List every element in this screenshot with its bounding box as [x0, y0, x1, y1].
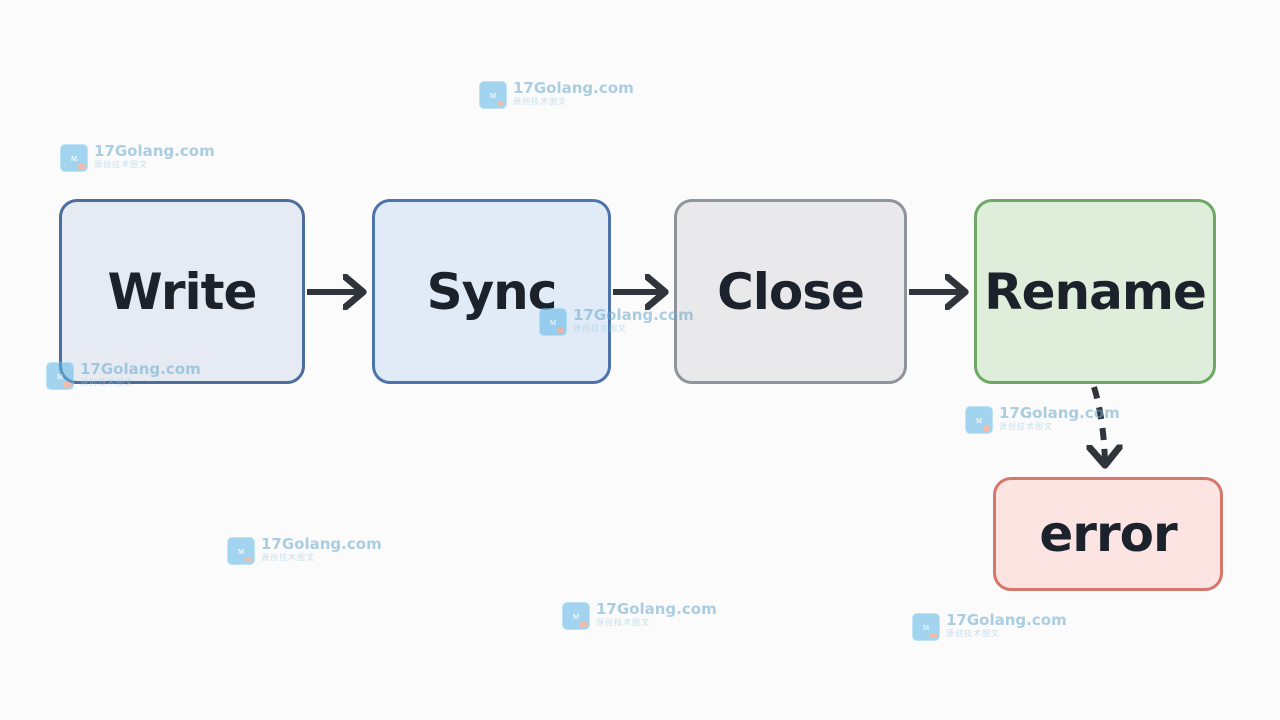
- watermark-subtext: 源创技术图文: [596, 618, 650, 627]
- image-logo-icon: ᴍ: [965, 406, 993, 434]
- watermark-subtext: 源创技术图文: [946, 629, 1000, 638]
- watermark-subtext: 源创技术图文: [513, 97, 567, 106]
- node-write: Write: [59, 199, 305, 384]
- watermark-subtext: 源创技术图文: [999, 422, 1053, 431]
- node-error: error: [993, 477, 1223, 591]
- image-logo-icon: ᴍ: [479, 81, 507, 109]
- watermark-text: 17Golang.com: [946, 611, 1067, 629]
- image-logo-icon: ᴍ: [60, 144, 88, 172]
- watermark-text: 17Golang.com: [999, 404, 1120, 422]
- edge-rename-error: [1094, 386, 1105, 464]
- image-logo-icon: ᴍ: [912, 613, 940, 641]
- watermark-subtext: 源创技术图文: [94, 160, 148, 169]
- node-sync: Sync: [372, 199, 611, 384]
- watermark-subtext: 源创技术图文: [261, 553, 315, 562]
- image-logo-icon: ᴍ: [562, 602, 590, 630]
- watermark-text: 17Golang.com: [94, 142, 215, 160]
- image-logo-icon: ᴍ: [227, 537, 255, 565]
- node-close: Close: [674, 199, 907, 384]
- node-rename: Rename: [974, 199, 1216, 384]
- watermark-text: 17Golang.com: [513, 79, 634, 97]
- watermark-text: 17Golang.com: [596, 600, 717, 618]
- watermark-text: 17Golang.com: [261, 535, 382, 553]
